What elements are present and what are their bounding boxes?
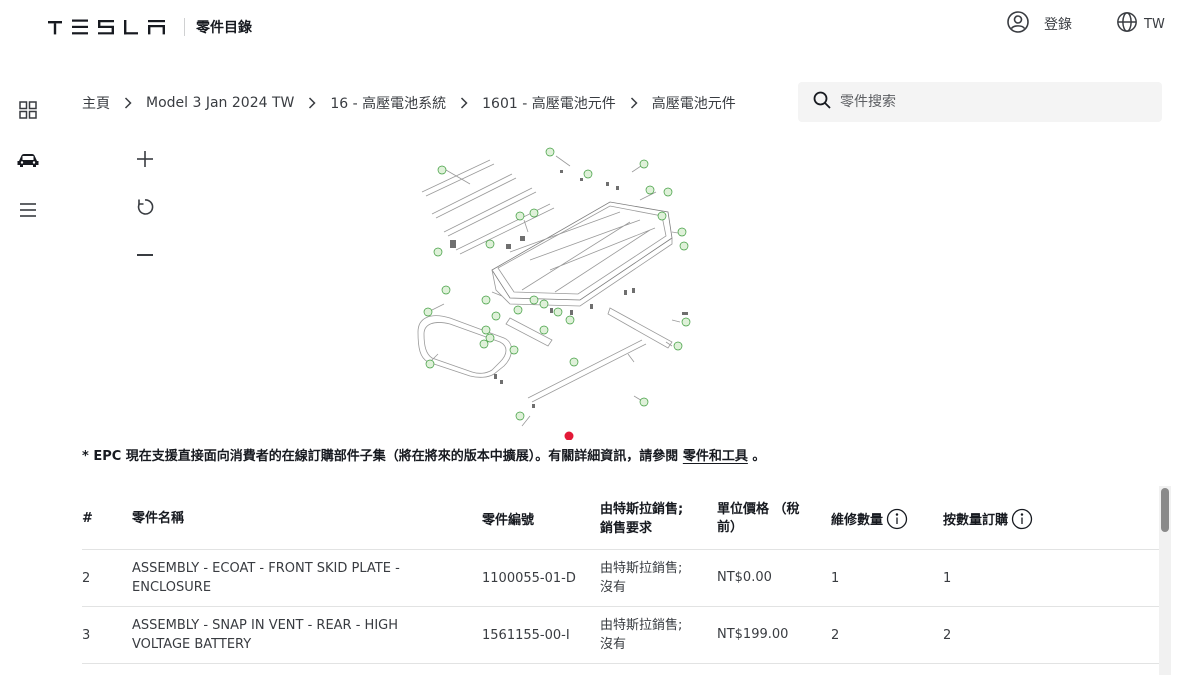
row-sold-by: 由特斯拉銷售; 沒有 [600,559,717,597]
col-sold-by-header: 由特斯拉銷售; 銷售要求 [600,500,717,538]
locale-label: TW [1144,16,1165,32]
grid-view-button[interactable] [14,98,42,126]
reset-view-button[interactable] [132,196,158,222]
chevron-right-icon [630,97,638,109]
info-icon[interactable] [886,508,908,530]
vehicle-button[interactable] [14,148,42,176]
breadcrumb-model[interactable]: Model 3 Jan 2024 TW [146,95,295,111]
breadcrumb-home[interactable]: 主頁 [82,96,110,112]
zoom-out-icon [136,246,154,268]
account-icon [1006,10,1030,38]
row-price: NT$199.00 [717,627,789,642]
col-part-number-header: 零件編號 [482,513,535,528]
diagram-marker [564,431,574,440]
sold-by-line1: 由特斯拉銷售; [600,561,683,576]
part-name-line2: ENCLOSURE [132,580,212,595]
breadcrumb-system[interactable]: 16 - 高壓電池系統 [330,96,447,112]
row-service-qty: 1 [831,570,840,586]
info-icon[interactable] [1011,508,1033,530]
col-price-header: 單位價格 （稅 前） [717,501,831,537]
menu-button[interactable] [14,198,42,226]
price-header-line2: 前） [717,519,744,535]
search-box[interactable] [798,82,1162,122]
row-part-name: ASSEMBLY - ECOAT - FRONT SKID PLATE - EN… [132,559,482,597]
parts-diagram[interactable] [410,140,710,440]
sold-by-line2: 沒有 [600,580,627,595]
row-part-number: 1561155-00-I [482,627,570,643]
row-part-number: 1100055-01-D [482,570,576,586]
row-sold-by: 由特斯拉銷售; 沒有 [600,616,717,654]
notice-suffix: 。 [752,449,766,464]
parts-tools-link[interactable]: 零件和工具 [682,449,748,464]
globe-icon [1116,11,1138,37]
tesla-logo[interactable] [48,19,170,35]
zoom-out-button[interactable] [132,244,158,270]
breadcrumb-current: 高壓電池元件 [651,96,736,112]
row-price: NT$0.00 [717,570,772,585]
table-header: # 零件名稱 零件編號 由特斯拉銷售; 銷售要求 單位價格 （稅 前） 維修數量… [82,488,1162,550]
service-qty-header-label: 維修數量 [831,513,884,528]
price-header-line1: 單位價格 （稅 [717,501,800,517]
reset-rotate-icon [135,197,155,221]
col-service-qty-header: 維修數量 [831,508,943,530]
zoom-controls [132,148,158,292]
locale-button[interactable]: TW [1116,12,1165,36]
zoom-in-icon [136,150,154,172]
left-rail [14,98,42,248]
car-icon [16,151,40,173]
parts-table: # 零件名稱 零件編號 由特斯拉銷售; 銷售要求 單位價格 （稅 前） 維修數量… [82,488,1162,664]
diagram-linework [417,155,685,427]
row-num: 2 [82,570,91,586]
menu-icon [18,202,38,222]
epc-notice: * EPC 現在支援直接面向消費者的在線訂購部件子集（將在將來的版本中擴展）。有… [82,448,765,466]
col-num-header: # [82,511,93,526]
grid-icon [18,100,38,124]
order-qty-header-label: 按數量訂購 [943,513,1009,528]
catalog-title: 零件目錄 [196,20,252,36]
table-row[interactable]: 3 ASSEMBLY - SNAP IN VENT - REAR - HIGH … [82,607,1162,664]
part-name-line2: VOLTAGE BATTERY [132,637,252,652]
search-input[interactable] [840,94,1140,110]
diagram-fasteners [450,170,688,408]
row-num: 3 [82,627,91,643]
sold-by-header-line2: 銷售要求 [600,520,653,536]
brand-divider [184,18,185,36]
table-scrollbar-track[interactable] [1159,486,1171,675]
top-header: 零件目錄 登錄 TW [0,0,1200,56]
table-row[interactable]: 2 ASSEMBLY - ECOAT - FRONT SKID PLATE - … [82,550,1162,607]
col-order-qty-header: 按數量訂購 [943,508,1053,530]
login-label: 登錄 [1044,17,1072,33]
chevron-right-icon [124,97,132,109]
chevron-right-icon [308,97,316,109]
breadcrumb-group[interactable]: 1601 - 高壓電池元件 [482,96,616,112]
login-button[interactable]: 登錄 [1006,10,1072,38]
sold-by-line1: 由特斯拉銷售; [600,618,683,633]
row-service-qty: 2 [831,627,840,643]
col-name-header: 零件名稱 [132,511,185,526]
breadcrumb: 主頁 Model 3 Jan 2024 TW 16 - 高壓電池系統 1601 … [82,92,736,114]
chevron-right-icon [460,97,468,109]
sold-by-line2: 沒有 [600,637,627,652]
table-scrollbar-thumb[interactable] [1161,488,1169,532]
search-icon [812,90,832,114]
sold-by-header-line1: 由特斯拉銷售; [600,501,684,517]
row-order-qty: 2 [943,627,952,643]
zoom-in-button[interactable] [132,148,158,174]
row-part-name: ASSEMBLY - SNAP IN VENT - REAR - HIGH VO… [132,616,482,654]
diagram-callouts [423,147,691,421]
part-name-line1: ASSEMBLY - SNAP IN VENT - REAR - HIGH [132,618,399,633]
row-order-qty: 1 [943,570,952,586]
part-name-line1: ASSEMBLY - ECOAT - FRONT SKID PLATE - [132,561,400,576]
notice-text: * EPC 現在支援直接面向消費者的在線訂購部件子集（將在將來的版本中擴展）。有… [82,449,679,464]
